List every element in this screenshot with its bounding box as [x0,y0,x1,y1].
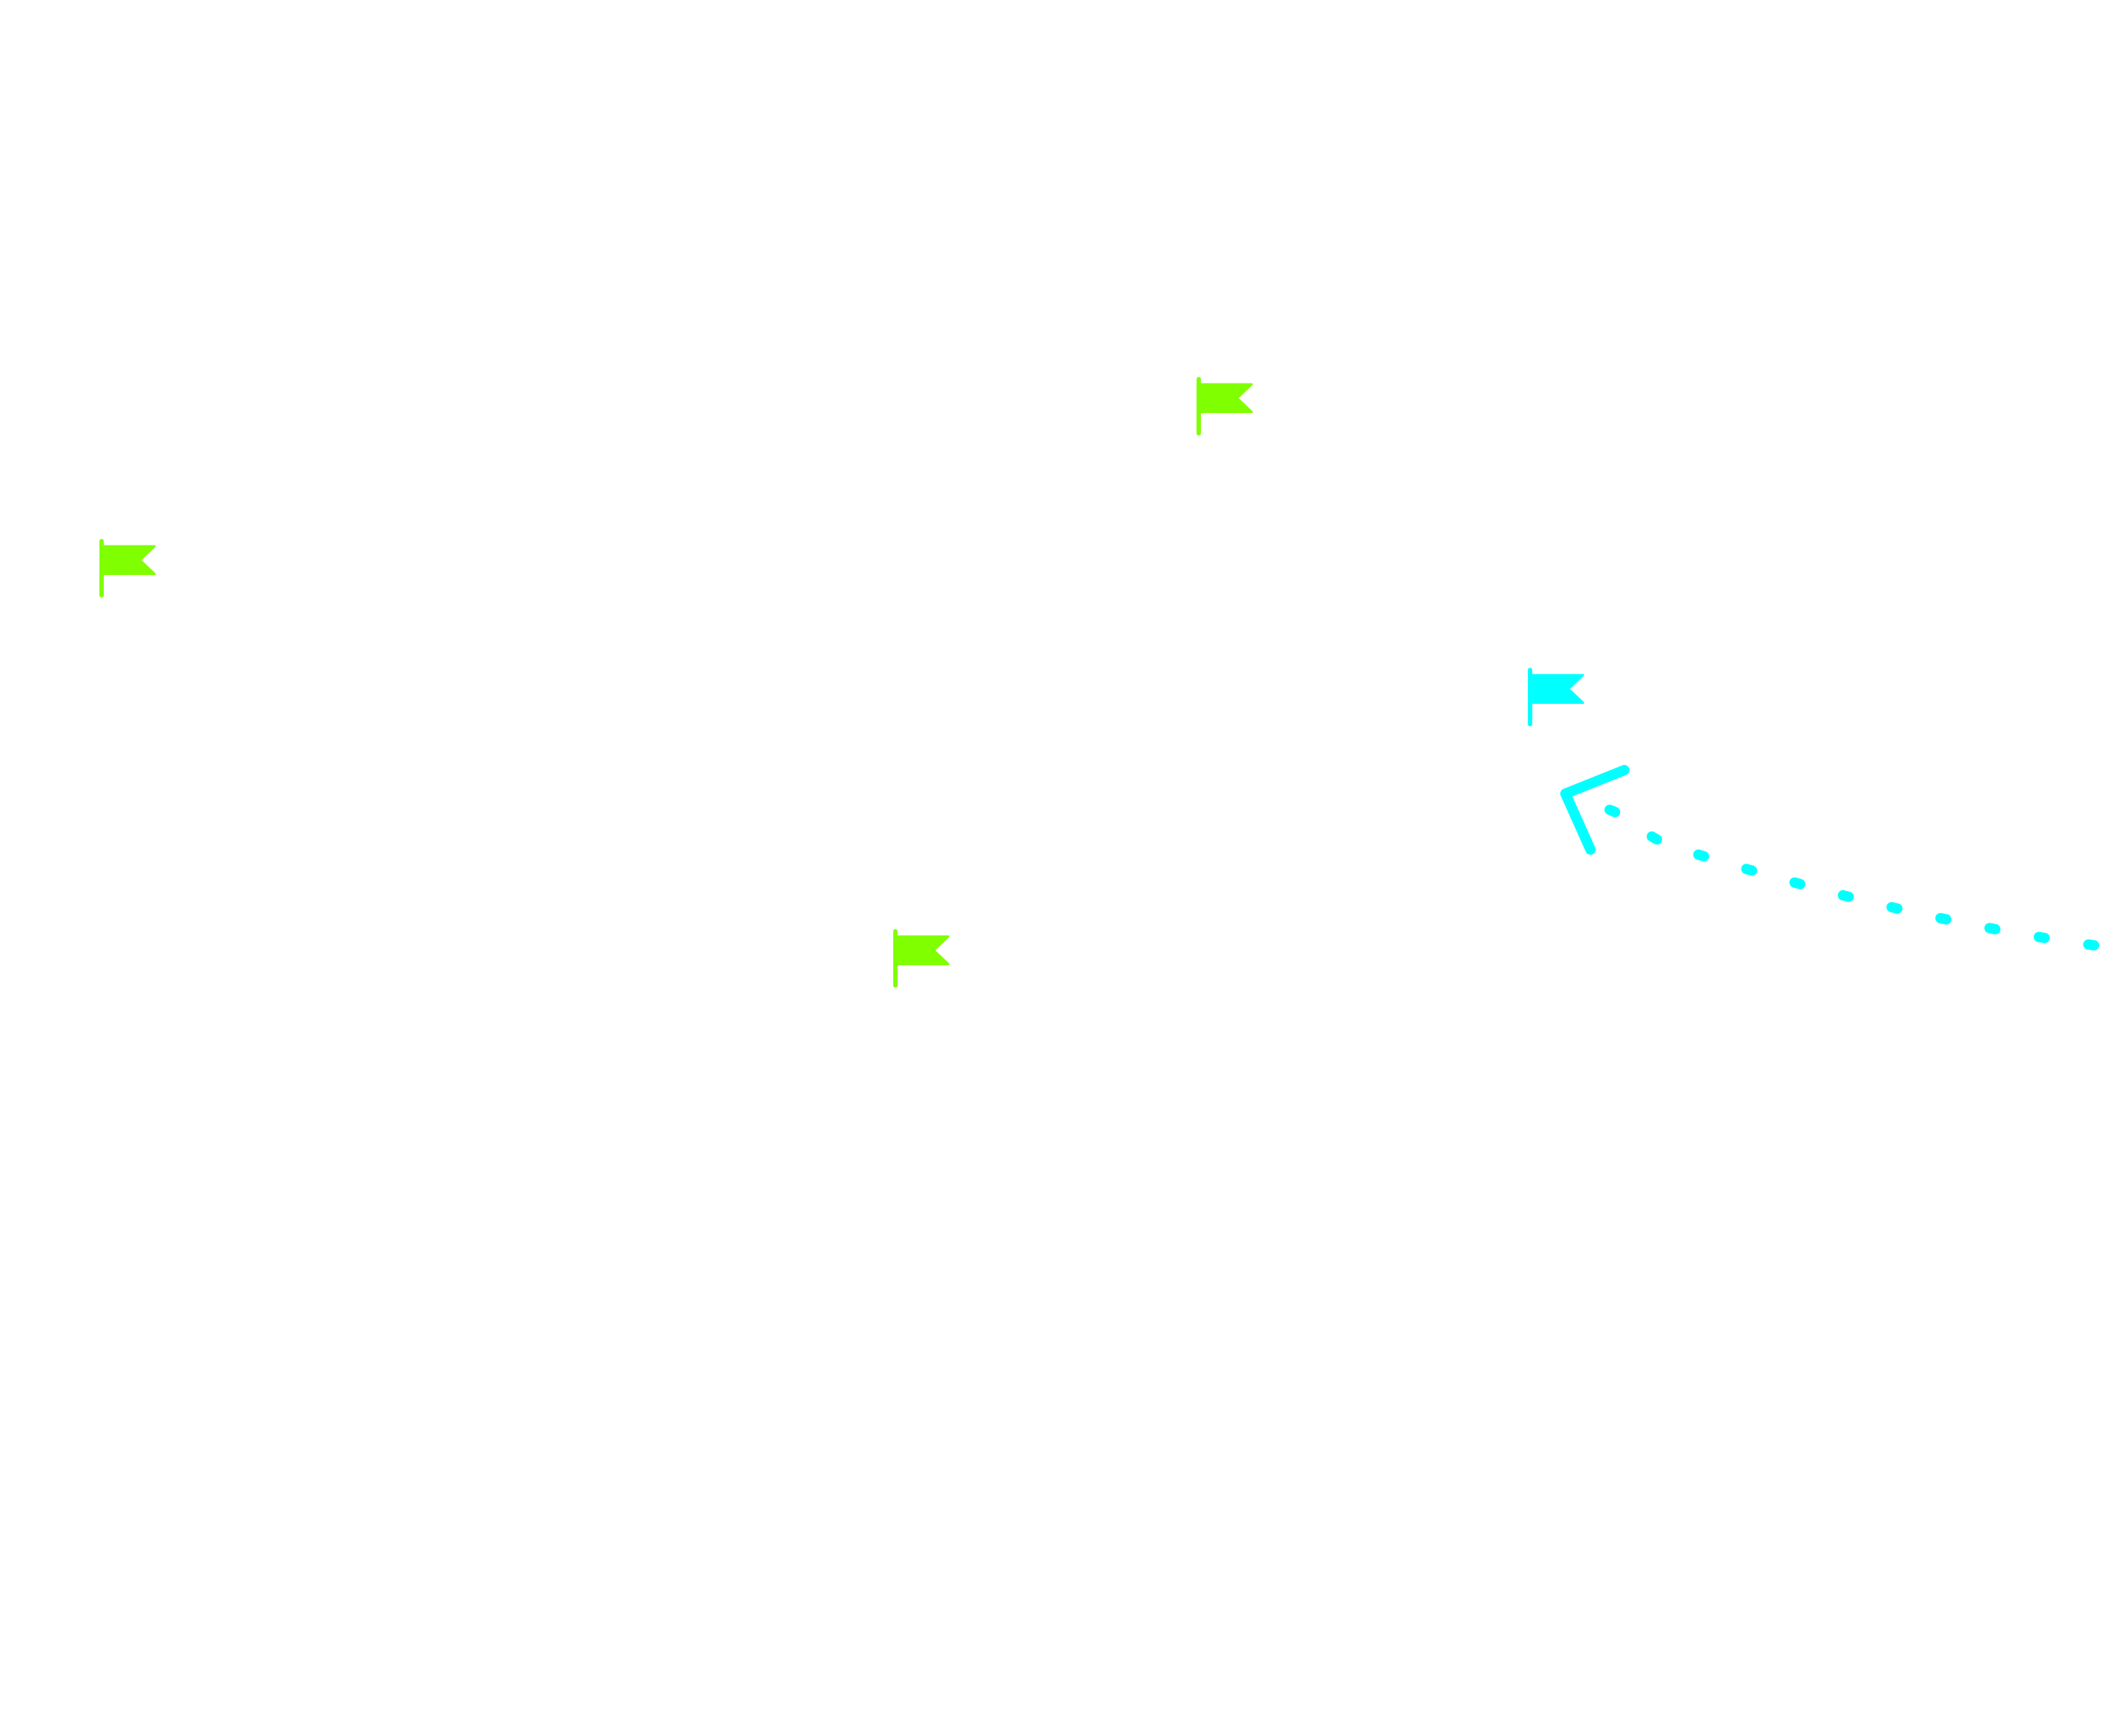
chevron-left-icon [1560,765,1629,855]
route-path [1560,765,2099,950]
flag-marker[interactable] [1197,377,1253,436]
flag-marker[interactable] [99,539,156,598]
flag-icon [893,929,950,988]
flag-icon [99,539,156,598]
flag-icon [1528,668,1585,727]
flag-icon [1197,377,1253,436]
flag-marker[interactable] [893,929,950,988]
selected-flag-marker[interactable] [1528,668,1585,727]
